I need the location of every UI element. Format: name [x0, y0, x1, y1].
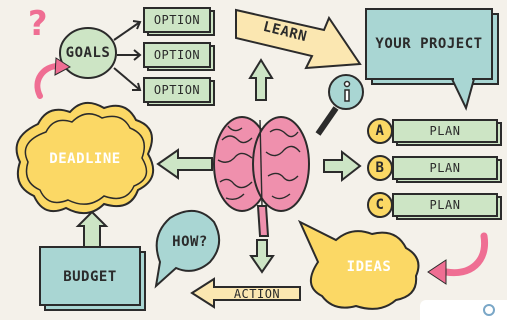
up-arrow — [248, 58, 274, 101]
pink-arrow-to-ideas — [442, 232, 489, 277]
pink-curve-arrow — [34, 63, 61, 99]
your-project-box — [365, 8, 499, 111]
action-arrow — [190, 277, 301, 309]
corner-badge — [420, 300, 507, 320]
budget-up-arrow — [75, 210, 109, 249]
magnifier-icon — [315, 74, 364, 136]
left-arrow-to-deadline — [156, 148, 213, 180]
how-bubble — [154, 210, 221, 289]
goals-circle — [59, 27, 117, 79]
learn-arrow — [235, 8, 362, 70]
budget-box — [39, 246, 146, 311]
pink-arrowhead-ideas — [427, 259, 447, 285]
option-boxes — [143, 7, 215, 106]
down-arrow — [249, 239, 275, 274]
pink-curve-arrowhead — [54, 57, 71, 76]
deadline-cloud — [15, 101, 155, 215]
goals-to-options-arrows — [113, 20, 142, 91]
brain-icon — [213, 116, 310, 237]
ideas-cloud — [297, 219, 420, 310]
plan-items — [367, 118, 502, 220]
badge-circle-icon — [483, 304, 495, 316]
right-arrow-to-plans — [323, 149, 362, 183]
